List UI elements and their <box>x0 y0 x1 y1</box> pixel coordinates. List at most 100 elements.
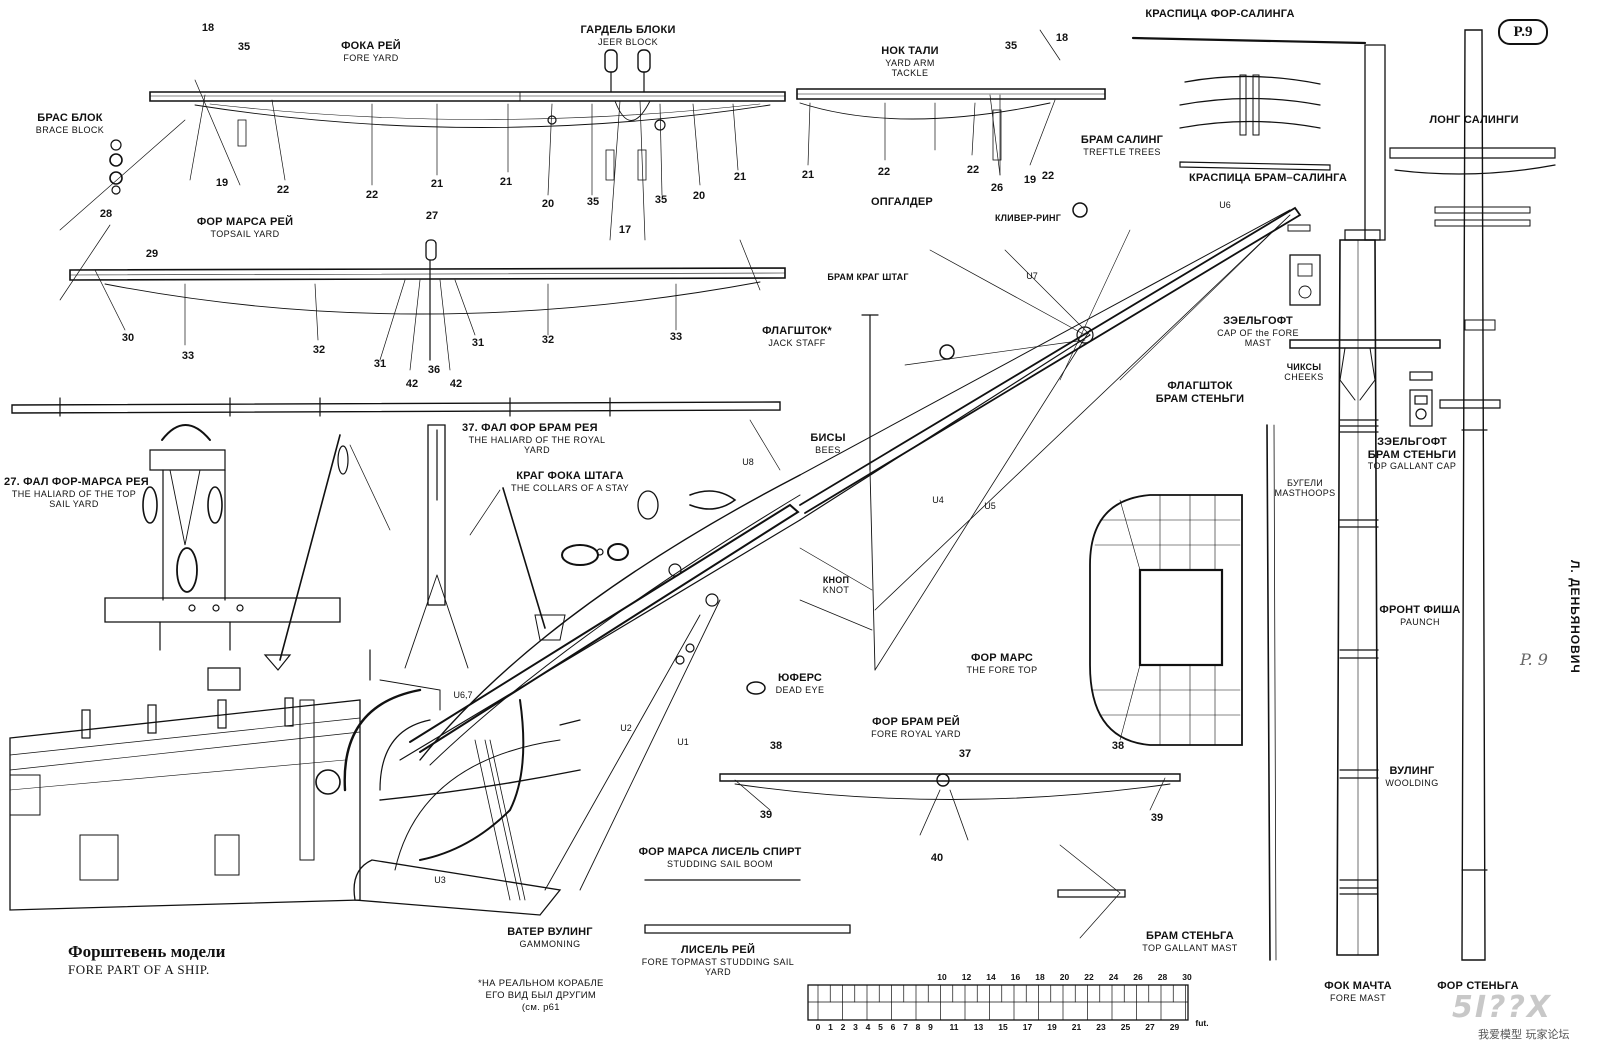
note-line: *НА РЕАЛЬНОМ КОРАБЛЕ <box>478 978 604 989</box>
callout-number: 20 <box>541 198 555 210</box>
callout-number: 18 <box>1055 32 1069 44</box>
watermark-subtitle: 我爱模型 玩家论坛 <box>1478 1028 1570 1041</box>
rigging-code: U7 <box>1026 271 1038 281</box>
scale-tick-label: 3 <box>853 1022 858 1032</box>
scale-tick-label: 12 <box>961 972 972 982</box>
scale-tick-label: 11 <box>949 1022 959 1032</box>
callout-number: 33 <box>181 350 195 362</box>
title-ru: Форштевень модели <box>68 942 226 961</box>
scale-tick-label: 30 <box>1182 972 1192 982</box>
callout-number: 32 <box>312 344 326 356</box>
scale-tick-label: 19 <box>1047 1022 1057 1032</box>
scale-tick-label: 13 <box>973 1022 984 1032</box>
note-line: ЕГО ВИД БЫЛ ДРУГИМ <box>485 989 597 1001</box>
callout-number: 22 <box>365 189 379 201</box>
watermark: 5I??X <box>1452 990 1552 1025</box>
callout-number: 40 <box>930 852 944 864</box>
topsail-yard-drawing <box>59 224 786 371</box>
callout-number: 32 <box>541 334 555 346</box>
label-krasplitsa-for: КРАСПИЦА ФОР-САЛИНГА <box>1145 8 1295 20</box>
callout-number: 38 <box>769 740 783 752</box>
callout-number: 21 <box>801 169 815 181</box>
royal-haliard-detail-drawing <box>263 424 501 671</box>
scale-tick-label: 21 <box>1071 1022 1082 1032</box>
callout-number: 35 <box>654 194 668 206</box>
drawing-title: Форштевень модели FORE PART OF A SHIP. <box>68 942 225 978</box>
scale-tick-label: 4 <box>865 1022 871 1032</box>
label-fore-topmast: ФОР СТЕНЬГА <box>1437 980 1519 992</box>
callout-number: 36 <box>427 364 441 376</box>
jib-boom-drawing <box>799 202 1302 671</box>
fore-top-drawing <box>1089 494 1243 746</box>
brace-block-drawing <box>59 119 186 231</box>
callout-number: 20 <box>692 190 706 202</box>
note-line: (см. p61 <box>521 1001 560 1013</box>
callout-number: 37 <box>958 748 972 760</box>
scale-tick-label: 20 <box>1059 972 1070 982</box>
scale-tick-label: 27 <box>1145 1022 1155 1032</box>
callout-number: 21 <box>499 176 513 188</box>
callout-number: 42 <box>449 378 463 390</box>
callout-number: 22 <box>276 184 290 196</box>
scale-unit: fut. <box>1195 1018 1209 1028</box>
fore-yard-right-drawing <box>796 29 1106 176</box>
callout-number: 21 <box>733 171 747 183</box>
cap-details-drawing <box>1289 254 1433 427</box>
callout-number: 22 <box>1041 170 1055 182</box>
scale-tick-label: 16 <box>1010 972 1021 982</box>
scale-tick-label: 26 <box>1133 972 1143 982</box>
title-en: FORE PART OF A SHIP. <box>68 962 210 977</box>
rigging-code: U6 <box>1219 200 1231 210</box>
callout-number: 30 <box>121 332 135 344</box>
callout-number: 38 <box>1111 740 1125 752</box>
label-bram-krag-shtag: БРАМ КРАГ ШТАГ <box>827 272 909 282</box>
scale-tick-label: 15 <box>998 1022 1008 1032</box>
scale-tick-label: 14 <box>986 972 996 982</box>
masthoop-pole-drawing <box>644 424 1277 961</box>
callout-number: 19 <box>1023 174 1037 186</box>
footnote: *НА РЕАЛЬНОМ КОРАБЛЕ ЕГО ВИД БЫЛ ДРУГИМ … <box>478 978 604 1014</box>
callout-number: 27 <box>425 210 439 222</box>
callout-number: 42 <box>405 378 419 390</box>
fore-topmast-drawing <box>1439 29 1501 961</box>
scale-tick-label: 1 <box>828 1022 833 1032</box>
scale-tick-label: 7 <box>903 1022 908 1032</box>
callout-number: 31 <box>373 358 387 370</box>
callout-number: 26 <box>990 182 1004 194</box>
callout-number: 21 <box>430 178 444 190</box>
label-long-salingi: ЛОНГ САЛИНГИ <box>1429 114 1519 126</box>
callout-number: 22 <box>966 164 980 176</box>
scale-tick-label: 28 <box>1157 972 1168 982</box>
rigging-code: U8 <box>742 457 754 467</box>
scale-tick-label: 0 <box>815 1022 821 1032</box>
callout-number: 35 <box>237 41 251 53</box>
scale-tick-label: 10 <box>937 972 947 982</box>
callout-number: 35 <box>1004 40 1018 52</box>
callout-number: 28 <box>99 208 113 220</box>
label-opgalder: ОПГАЛДЕР <box>871 196 933 208</box>
rigging-code: U4 <box>932 495 944 505</box>
scale-tick-label: 2 <box>840 1022 846 1032</box>
label-kliver-ring: КЛИВЕР-РИНГ <box>994 213 1062 223</box>
fore-yard-drawing <box>149 49 786 241</box>
